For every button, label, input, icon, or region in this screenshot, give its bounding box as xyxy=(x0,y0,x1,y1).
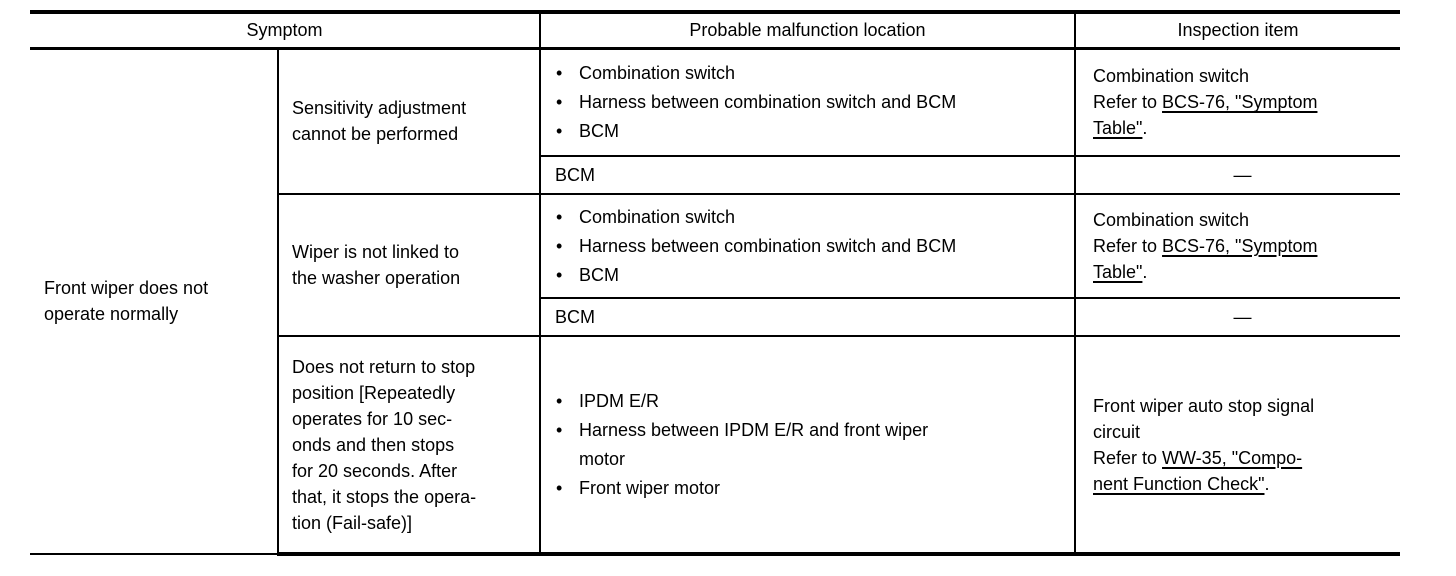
location-list-item: • Combination switch xyxy=(556,203,1066,232)
location-text: BCM xyxy=(579,120,619,141)
table-row: BCM — xyxy=(30,297,1400,337)
malfunction-location-cell-1: • Combination switch • Harness between com… xyxy=(539,47,1076,157)
bullet-icon: • xyxy=(556,235,563,256)
symptom-diagnosis-table: Symptom Probable malfunction location In… xyxy=(30,10,1400,556)
refer-prefix: Refer to xyxy=(1093,92,1163,113)
table-row: Does not return to stop position [Repeat… xyxy=(30,335,1400,556)
refer-prefix: Refer to xyxy=(1093,236,1163,256)
bullet-icon: • xyxy=(556,91,563,112)
refer-prefix: Refer to xyxy=(1093,447,1163,468)
location-list-item: • Combination switch xyxy=(556,59,1066,88)
link-bcs-76-symptom-table[interactable]: BCS-76, "Symptom Table" xyxy=(1093,92,1318,139)
inspection-item-cell-1b: — xyxy=(1074,155,1400,195)
bullet-icon: • xyxy=(556,120,563,141)
malfunction-location-cell-1b: BCM xyxy=(539,155,1076,195)
location-text: Front wiper motor xyxy=(579,477,721,498)
bullet-icon: • xyxy=(556,390,563,411)
header-row: Symptom Probable malfunction location In… xyxy=(30,10,1400,50)
symptom-table-container: Symptom Probable malfunction location In… xyxy=(30,10,1400,556)
link-bcs-76-symptom-table[interactable]: BCS-76, "Symptom Table" xyxy=(1093,236,1318,282)
symptom-cell-wiper-washer-link: Wiper is not linked to the washer operat… xyxy=(277,193,541,337)
inspection-title: Combination switch xyxy=(1093,66,1250,87)
column-header-inspection-item: Inspection item xyxy=(1074,10,1400,50)
malfunction-location-cell-2b: BCM xyxy=(539,297,1076,337)
location-text: BCM xyxy=(579,264,619,285)
symptom-cell-sensitivity-adjustment: Sensitivity adjustment cannot be perform… xyxy=(277,47,541,195)
symptom-group-cell: Front wiper does not operate normally xyxy=(30,47,279,555)
location-text: Harness between combination switch and B… xyxy=(579,235,957,256)
malfunction-location-cell-3: • IPDM E/R • Harness between IPDM E/R and … xyxy=(539,335,1076,556)
inspection-item-cell-3: Front wiper auto stop signal circuit Ref… xyxy=(1074,335,1400,556)
table-row: BCM — xyxy=(30,155,1400,195)
location-list-item: • Front wiper motor xyxy=(556,474,1066,503)
column-header-malfunction-location: Probable malfunction location xyxy=(539,10,1076,50)
inspection-item-cell-1: Combination switch Refer to BCS-76, "Sym… xyxy=(1074,47,1400,157)
location-text: Harness between combination switch and B… xyxy=(579,91,957,112)
inspection-title: Combination switch xyxy=(1093,210,1250,230)
malfunction-location-cell-2: • Combination switch • Harness between com… xyxy=(539,193,1076,299)
inspection-item-cell-2: Combination switch Refer to BCS-76, "Sym… xyxy=(1074,193,1400,299)
refer-suffix: . xyxy=(1142,262,1148,282)
link-ww-35-component-function-check[interactable]: WW-35, "Compo- nent Function Check" xyxy=(1093,447,1303,494)
bullet-icon: • xyxy=(556,62,563,83)
column-header-symptom: Symptom xyxy=(30,10,541,50)
location-list-item: • IPDM E/R xyxy=(556,387,1066,416)
bullet-icon: • xyxy=(556,477,563,498)
location-text: Combination switch xyxy=(579,206,736,227)
refer-suffix: . xyxy=(1142,118,1148,139)
bullet-icon: • xyxy=(556,206,563,227)
inspection-title: Front wiper auto stop signal circuit xyxy=(1093,395,1315,442)
location-list-item: • Harness between combination switch and … xyxy=(556,232,1066,261)
location-text: Combination switch xyxy=(579,62,736,83)
symptom-cell-stop-position: Does not return to stop position [Repeat… xyxy=(277,335,541,556)
location-text: IPDM E/R xyxy=(579,390,660,411)
inspection-text: Combination switch Refer to BCS-76, "Sym… xyxy=(1093,63,1392,141)
location-list-item: • BCM xyxy=(556,261,1066,290)
refer-suffix: . xyxy=(1264,473,1270,494)
location-list-item: • Harness between IPDM E/R and front wipe… xyxy=(556,416,1066,474)
location-text: Harness between IPDM E/R and front wiper… xyxy=(579,419,929,469)
table-row: Wiper is not linked to the washer operat… xyxy=(30,193,1400,337)
inspection-text: Combination switch Refer to BCS-76, "Sym… xyxy=(1093,207,1392,285)
location-list-item: • Harness between combination switch and … xyxy=(556,88,1066,117)
table-row: Front wiper does not operate normally Se… xyxy=(30,47,1400,555)
inspection-text: Front wiper auto stop signal circuit Ref… xyxy=(1093,393,1392,497)
bullet-icon: • xyxy=(556,264,563,285)
bullet-icon: • xyxy=(556,419,563,440)
inspection-item-cell-2b: — xyxy=(1074,297,1400,337)
location-list-item: • BCM xyxy=(556,117,1066,146)
